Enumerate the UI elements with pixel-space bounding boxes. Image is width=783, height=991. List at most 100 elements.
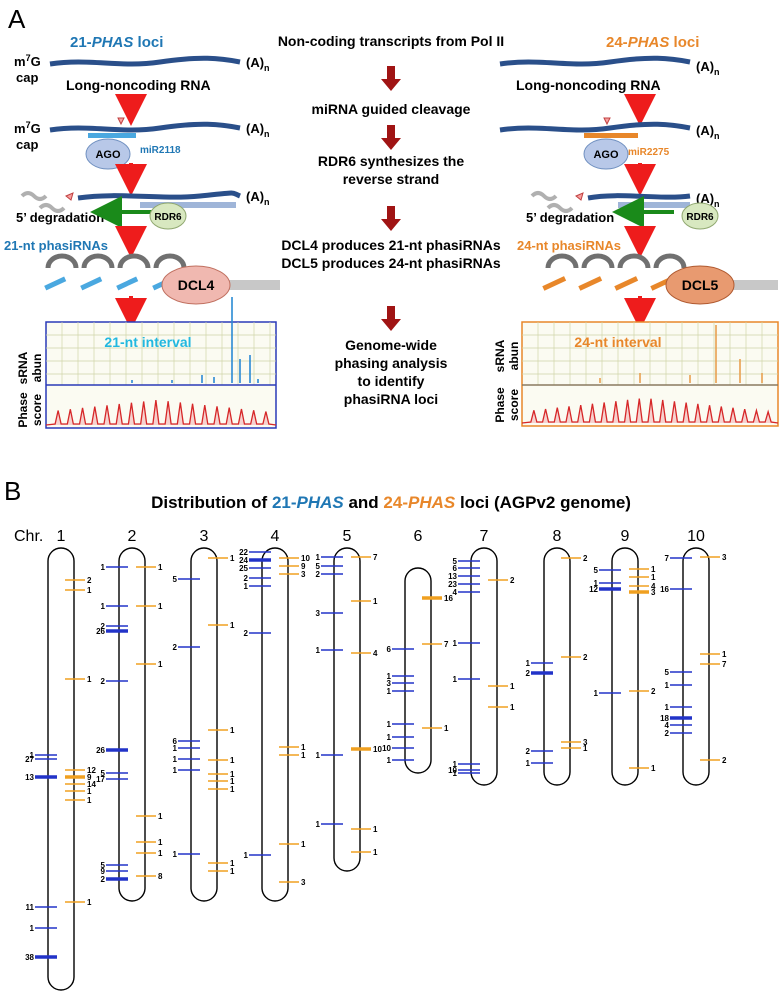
left-cleave-end	[65, 192, 74, 201]
panel-b-title: Distribution of 21-PHAS and 24-PHAS loci…	[151, 493, 631, 512]
locus-24nt-count: 1	[510, 703, 515, 712]
right-degradation: 5’ degradation	[526, 210, 614, 225]
locus-24nt-count: 3	[301, 570, 306, 579]
right-dcl5	[665, 265, 735, 305]
locus-21nt-count: 1	[387, 756, 392, 765]
left-cap-word-1: cap	[16, 70, 38, 85]
locus-24nt-count: 1	[230, 785, 235, 794]
right-dcl5-label: DCL5	[682, 277, 719, 293]
left-fragment-1	[20, 191, 48, 201]
locus-21nt-count: 13	[25, 773, 34, 782]
locus-21nt-count: 1	[594, 689, 599, 698]
step-genome-1: Genome-wide	[345, 337, 437, 353]
chromosome-label: 7	[480, 528, 489, 545]
locus-21nt-count: 2	[665, 729, 670, 738]
left-polya-2: (A)n	[246, 121, 270, 139]
locus-21nt-count: 4	[453, 588, 458, 597]
middle-arrow-4	[381, 306, 401, 331]
left-polya-1: (A)n	[246, 55, 270, 73]
left-cycle-arrow-2	[81, 253, 115, 269]
left-interval-label: 21-nt interval	[104, 334, 191, 350]
left-rna-2	[49, 121, 241, 133]
chromosome-label: 3	[200, 528, 209, 545]
right-cycle-arrow-1	[545, 253, 579, 269]
locus-24nt-count: 1	[722, 650, 727, 659]
locus-24nt-count: 1	[158, 838, 163, 847]
locus-21nt-count: 3	[316, 609, 321, 618]
locus-21nt-count: 1	[244, 582, 249, 591]
locus-24nt-count: 9	[301, 562, 306, 571]
locus-24nt-count: 2	[510, 576, 515, 585]
right-srna-peaks	[599, 325, 763, 383]
right-rna-2	[499, 121, 691, 133]
left-y-score: score	[30, 394, 44, 426]
middle-arrow-3	[381, 206, 401, 231]
left-phase-trace	[45, 400, 277, 426]
locus-21nt-count: 1	[316, 820, 321, 829]
locus-21nt-count: 6	[387, 645, 392, 654]
locus-24nt-count: 1	[87, 675, 92, 684]
locus-21nt-count: 1	[453, 760, 458, 769]
locus-24nt-count: 1	[373, 597, 378, 606]
locus-24nt-count: 9	[87, 773, 92, 782]
right-mirna-comb	[584, 133, 638, 138]
chromosome-label: 2	[128, 528, 137, 545]
right-rna-1	[499, 55, 691, 67]
process-steps: Non-coding transcripts from Pol II miRNA…	[278, 33, 504, 407]
locus-21nt-count: 5	[101, 861, 106, 870]
locus-24nt-count: 1	[230, 756, 235, 765]
step-genome-3: to identify	[358, 373, 425, 389]
left-cap-1: m7G	[14, 53, 41, 69]
left-reverse-strand	[140, 202, 236, 208]
locus-24nt-count: 3	[651, 588, 656, 597]
right-cleave-end	[575, 192, 584, 201]
locus-24nt-count: 2	[722, 756, 727, 765]
middle-arrows	[381, 66, 401, 331]
locus-21nt-count: 23	[448, 580, 457, 589]
locus-21nt-count: 26	[96, 627, 105, 636]
locus-24nt-count: 3	[583, 738, 588, 747]
locus-21nt-count: 1	[173, 766, 178, 775]
chromosome-body	[470, 547, 498, 786]
left-plot-grid	[46, 322, 276, 385]
right-mirna-label: miR2275	[628, 147, 670, 158]
left-y-srna: sRNA	[16, 351, 30, 384]
locus-24nt-count: 1	[158, 660, 163, 669]
locus-21nt-count: 16	[660, 585, 669, 594]
chromosome-body	[611, 547, 639, 786]
locus-21nt-count: 5	[594, 566, 599, 575]
right-phasi-label: 24-nt phasiRNAs	[517, 238, 621, 253]
locus-21nt-count: 2	[101, 622, 106, 631]
chromosome-body	[190, 547, 218, 902]
chromosome-body	[261, 547, 289, 902]
locus-21nt-count: 10	[382, 744, 391, 753]
locus-24nt-count: 2	[87, 576, 92, 585]
left-phasi-label: 21-nt phasiRNAs	[4, 238, 108, 253]
locus-21nt-count: 1	[526, 659, 531, 668]
chromosome-label: 5	[343, 528, 352, 545]
locus-21nt-count: 7	[665, 554, 670, 563]
left-mirna-label: miR2118	[140, 145, 181, 156]
middle-arrow-2	[381, 125, 401, 150]
locus-21nt-count: 5	[316, 562, 321, 571]
chromosome-body	[404, 567, 432, 774]
step-cleavage: miRNA guided cleavage	[312, 101, 471, 117]
locus-24nt-count: 1	[230, 777, 235, 786]
panel-b-letter: B	[4, 476, 21, 506]
right-pathway: (A)n Long-noncoding RNA (A)n AGO miR2275…	[493, 55, 779, 427]
locus-21nt-count: 6	[173, 737, 178, 746]
locus-24nt-count: 1	[87, 898, 92, 907]
step-dcl4: DCL4 produces 21-nt phasiRNAs	[281, 237, 501, 253]
left-pathway: m7G cap (A)n Long-noncoding RNA m7G cap …	[4, 53, 280, 429]
chromosome-label: 10	[687, 528, 705, 545]
locus-21nt-count: 2	[526, 669, 531, 678]
locus-21nt-count: 2	[173, 643, 178, 652]
chromosome-label: 4	[271, 528, 280, 545]
